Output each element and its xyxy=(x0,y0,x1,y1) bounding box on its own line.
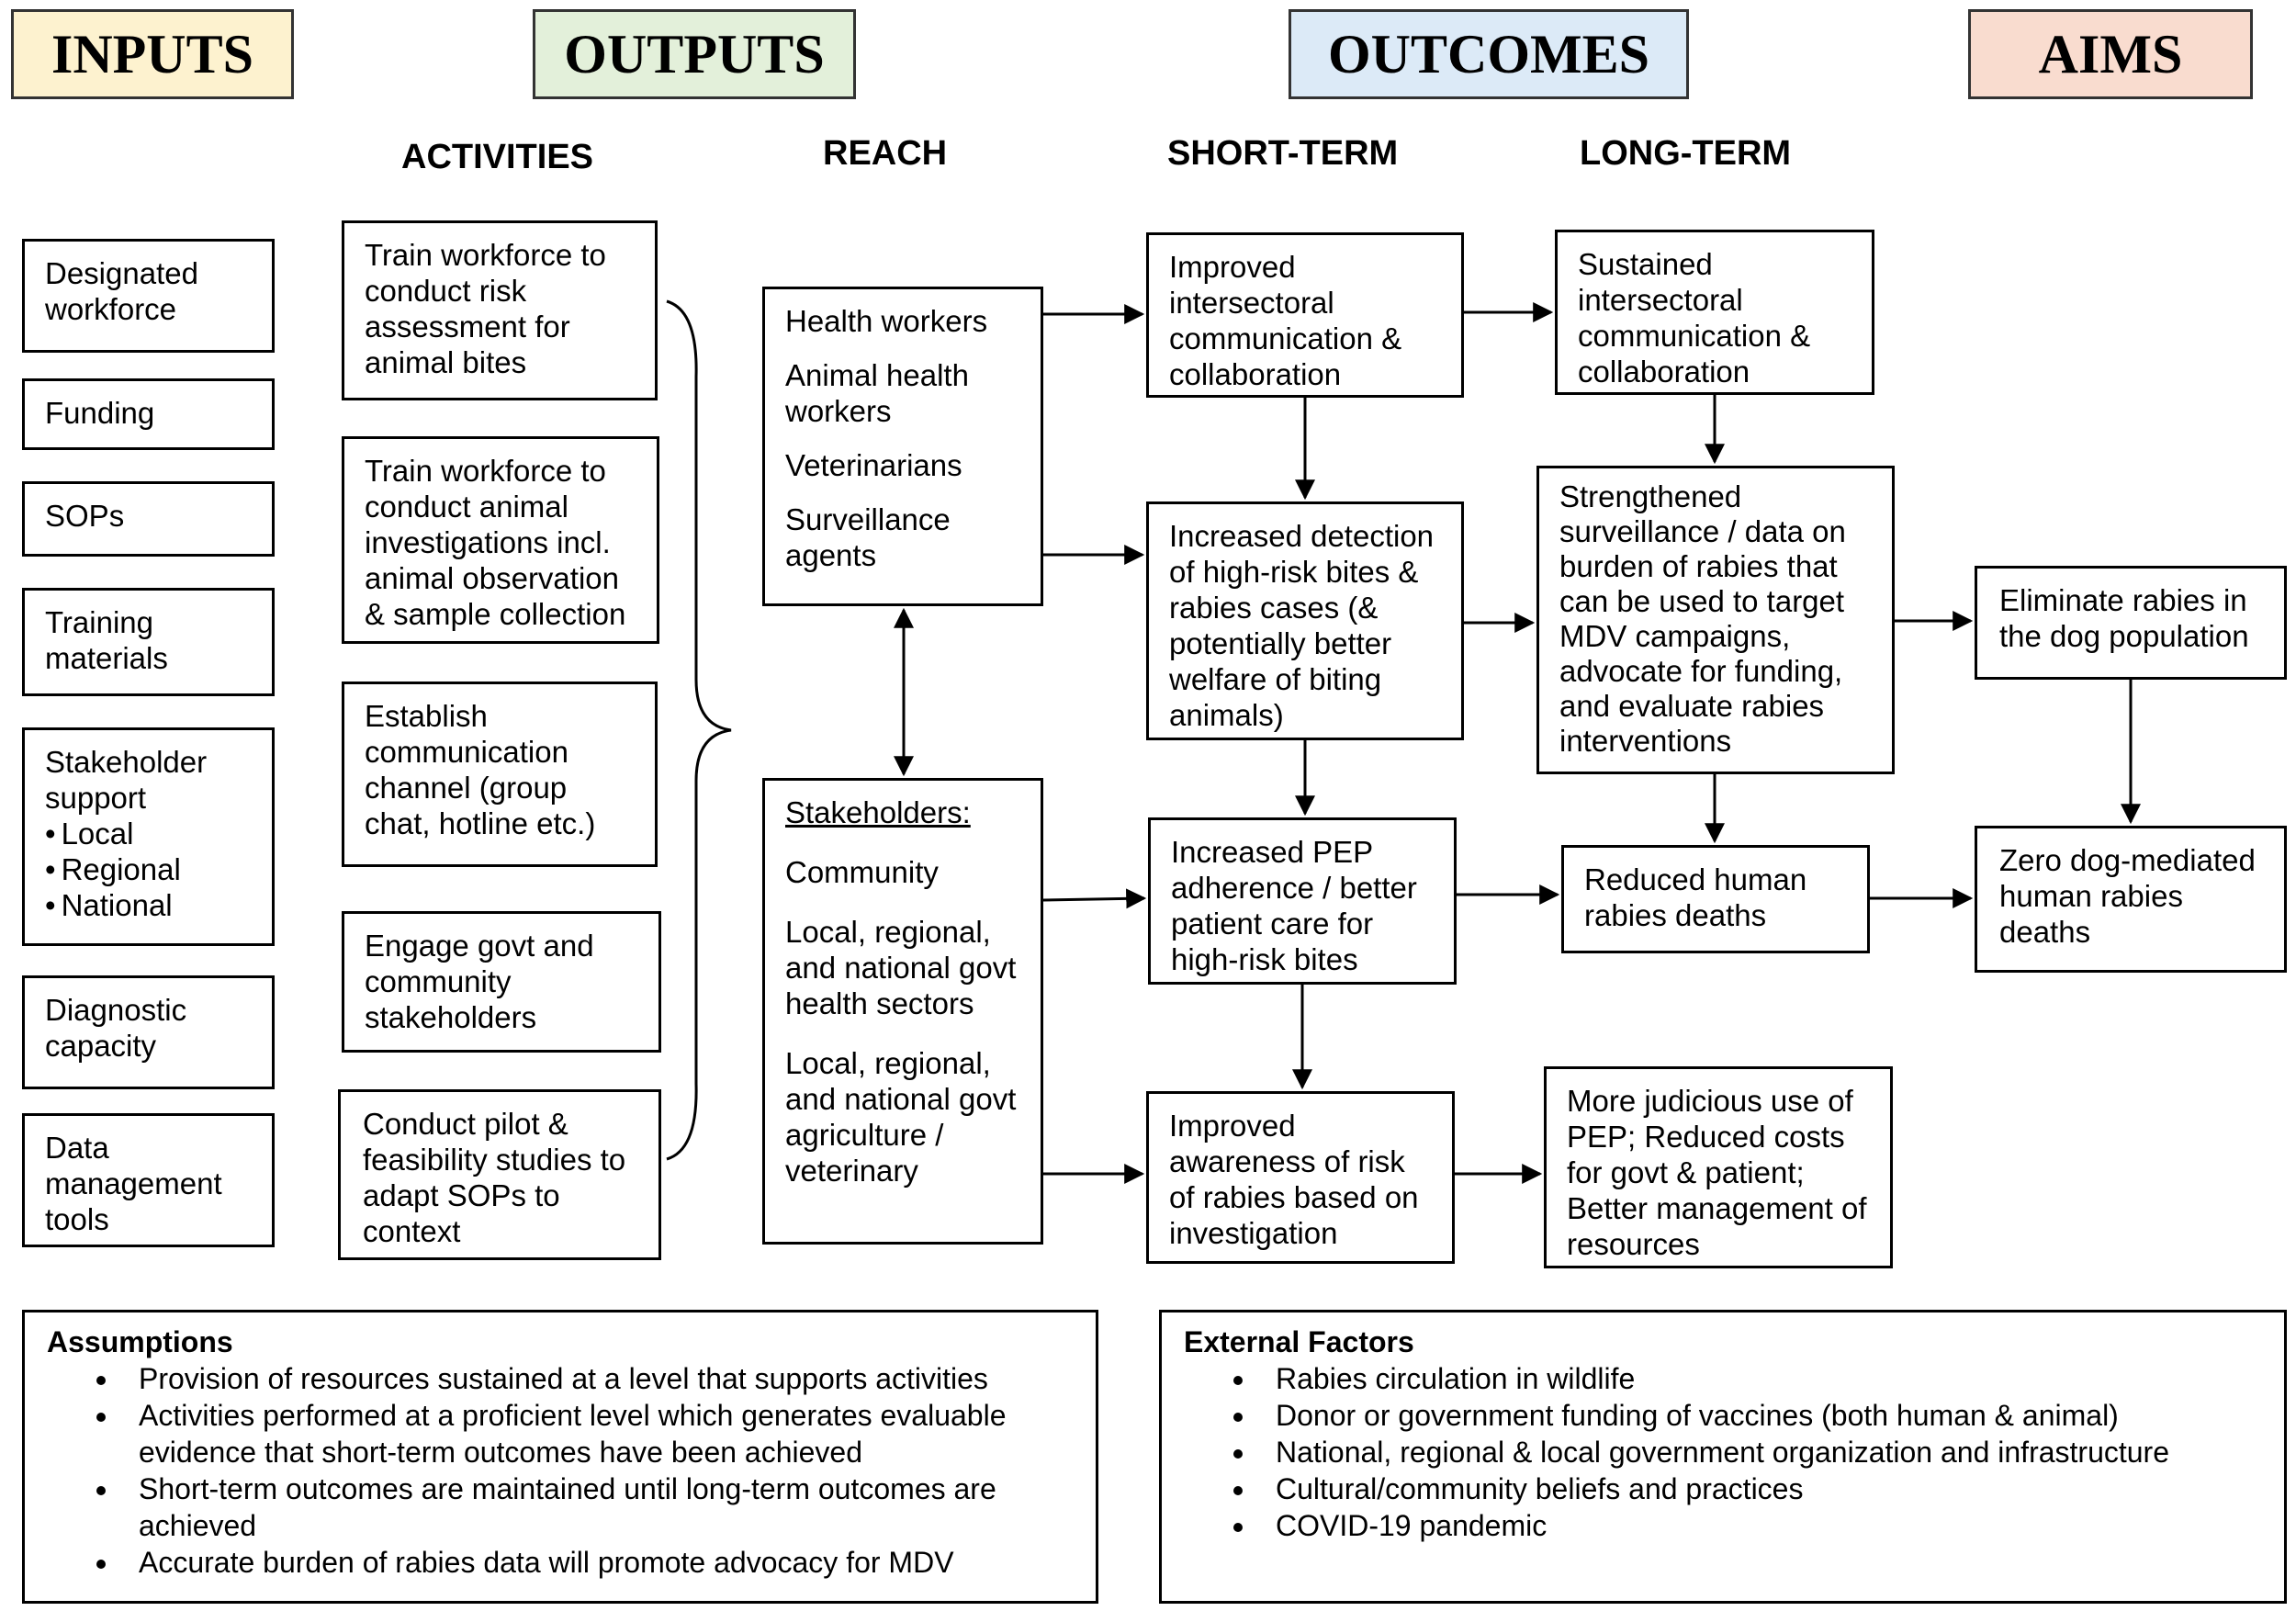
input-stakeholder-support: Stakeholder support Local Regional Natio… xyxy=(22,727,275,946)
activity-pilot-studies: Conduct pilot & feasibility studies to a… xyxy=(338,1089,661,1260)
external-factors-box: External Factors Rabies circulation in w… xyxy=(1159,1310,2287,1604)
long-term-surveillance: Strengthened surveillance / data on burd… xyxy=(1536,466,1895,774)
arrow-stakeholders-to-pep xyxy=(1042,888,1147,909)
aim-zero-human-deaths: Zero dog-mediated human rabies deaths xyxy=(1975,826,2287,973)
short-term-detection: Increased detection of high-risk bites &… xyxy=(1146,501,1464,740)
long-term-judicious-pep: More judicious use of PEP; Reduced costs… xyxy=(1544,1066,1893,1268)
reach-subheader: REACH xyxy=(823,134,948,173)
activities-brace xyxy=(666,299,732,1161)
activity-engage-stakeholders: Engage govt and community stakeholders xyxy=(342,911,661,1053)
reach-workers: Health workers Animal health workers Vet… xyxy=(762,287,1043,606)
external-factors-title: External Factors xyxy=(1184,1325,1414,1358)
outcomes-header: OUTCOMES xyxy=(1289,9,1689,99)
list-item: Local, regional, and national govt healt… xyxy=(785,915,1017,1020)
input-funding: Funding xyxy=(22,378,275,450)
assumptions-list: Provision of resources sustained at a le… xyxy=(47,1360,1074,1581)
input-designated-workforce: Designated workforce xyxy=(22,239,275,353)
list-item: Cultural/community beliefs and practices xyxy=(1257,1470,2262,1507)
activity-investigation-training: Train workforce to conduct animal invest… xyxy=(342,436,659,644)
stakeholder-support-list: Local Regional National xyxy=(45,816,252,923)
input-sops: SOPs xyxy=(22,481,275,557)
aim-eliminate-dog-rabies: Eliminate rabies in the dog population xyxy=(1975,566,2287,680)
list-item: Veterinarians xyxy=(785,448,962,482)
aims-header: AIMS xyxy=(1968,9,2253,99)
list-item: Rabies circulation in wildlife xyxy=(1257,1360,2262,1397)
input-data-management-tools: Data management tools xyxy=(22,1113,275,1247)
external-factors-list: Rabies circulation in wildlife Donor or … xyxy=(1184,1360,2262,1544)
list-item: Health workers xyxy=(785,304,988,338)
list-item: Accurate burden of rabies data will prom… xyxy=(120,1544,1074,1581)
list-item: National xyxy=(45,887,252,923)
reach-stakeholders: Stakeholders: Community Local, regional,… xyxy=(762,778,1043,1245)
inputs-header: INPUTS xyxy=(11,9,294,99)
list-item: Regional xyxy=(45,851,252,887)
short-term-pep-adherence: Increased PEP adherence / better patient… xyxy=(1148,817,1457,985)
input-training-materials: Training materials xyxy=(22,588,275,696)
list-item: Local xyxy=(45,816,252,851)
list-item: Animal health workers xyxy=(785,358,969,428)
activity-risk-assessment-training: Train workforce to conduct risk assessme… xyxy=(342,220,658,400)
outputs-header: OUTPUTS xyxy=(533,9,856,99)
assumptions-box: Assumptions Provision of resources susta… xyxy=(22,1310,1098,1604)
list-item: Community xyxy=(785,855,939,889)
list-item: National, regional & local government or… xyxy=(1257,1434,2262,1470)
list-item: Donor or government funding of vaccines … xyxy=(1257,1397,2262,1434)
long-term-subheader: LONG-TERM xyxy=(1580,134,1792,173)
activities-subheader: ACTIVITIES xyxy=(401,138,594,176)
assumptions-title: Assumptions xyxy=(47,1325,233,1358)
list-item: Activities performed at a proficient lev… xyxy=(120,1397,1074,1470)
input-diagnostic-capacity: Diagnostic capacity xyxy=(22,975,275,1089)
long-term-communication: Sustained intersectoral communication & … xyxy=(1555,230,1874,395)
list-item: Local, regional, and national govt agric… xyxy=(785,1046,1017,1188)
stakeholders-title: Stakeholders: xyxy=(785,795,971,829)
list-item: Surveillance agents xyxy=(785,502,951,572)
short-term-awareness: Improved awareness of risk of rabies bas… xyxy=(1146,1091,1455,1264)
list-item: Short-term outcomes are maintained until… xyxy=(120,1470,1074,1544)
short-term-subheader: SHORT-TERM xyxy=(1167,134,1399,173)
long-term-reduced-deaths: Reduced human rabies deaths xyxy=(1561,845,1870,953)
short-term-communication: Improved intersectoral communication & c… xyxy=(1146,232,1464,398)
list-item: Provision of resources sustained at a le… xyxy=(120,1360,1074,1397)
list-item: COVID-19 pandemic xyxy=(1257,1507,2262,1544)
stakeholder-support-title: Stakeholder support xyxy=(45,745,208,815)
activity-communication-channel: Establish communication channel (group c… xyxy=(342,682,658,867)
